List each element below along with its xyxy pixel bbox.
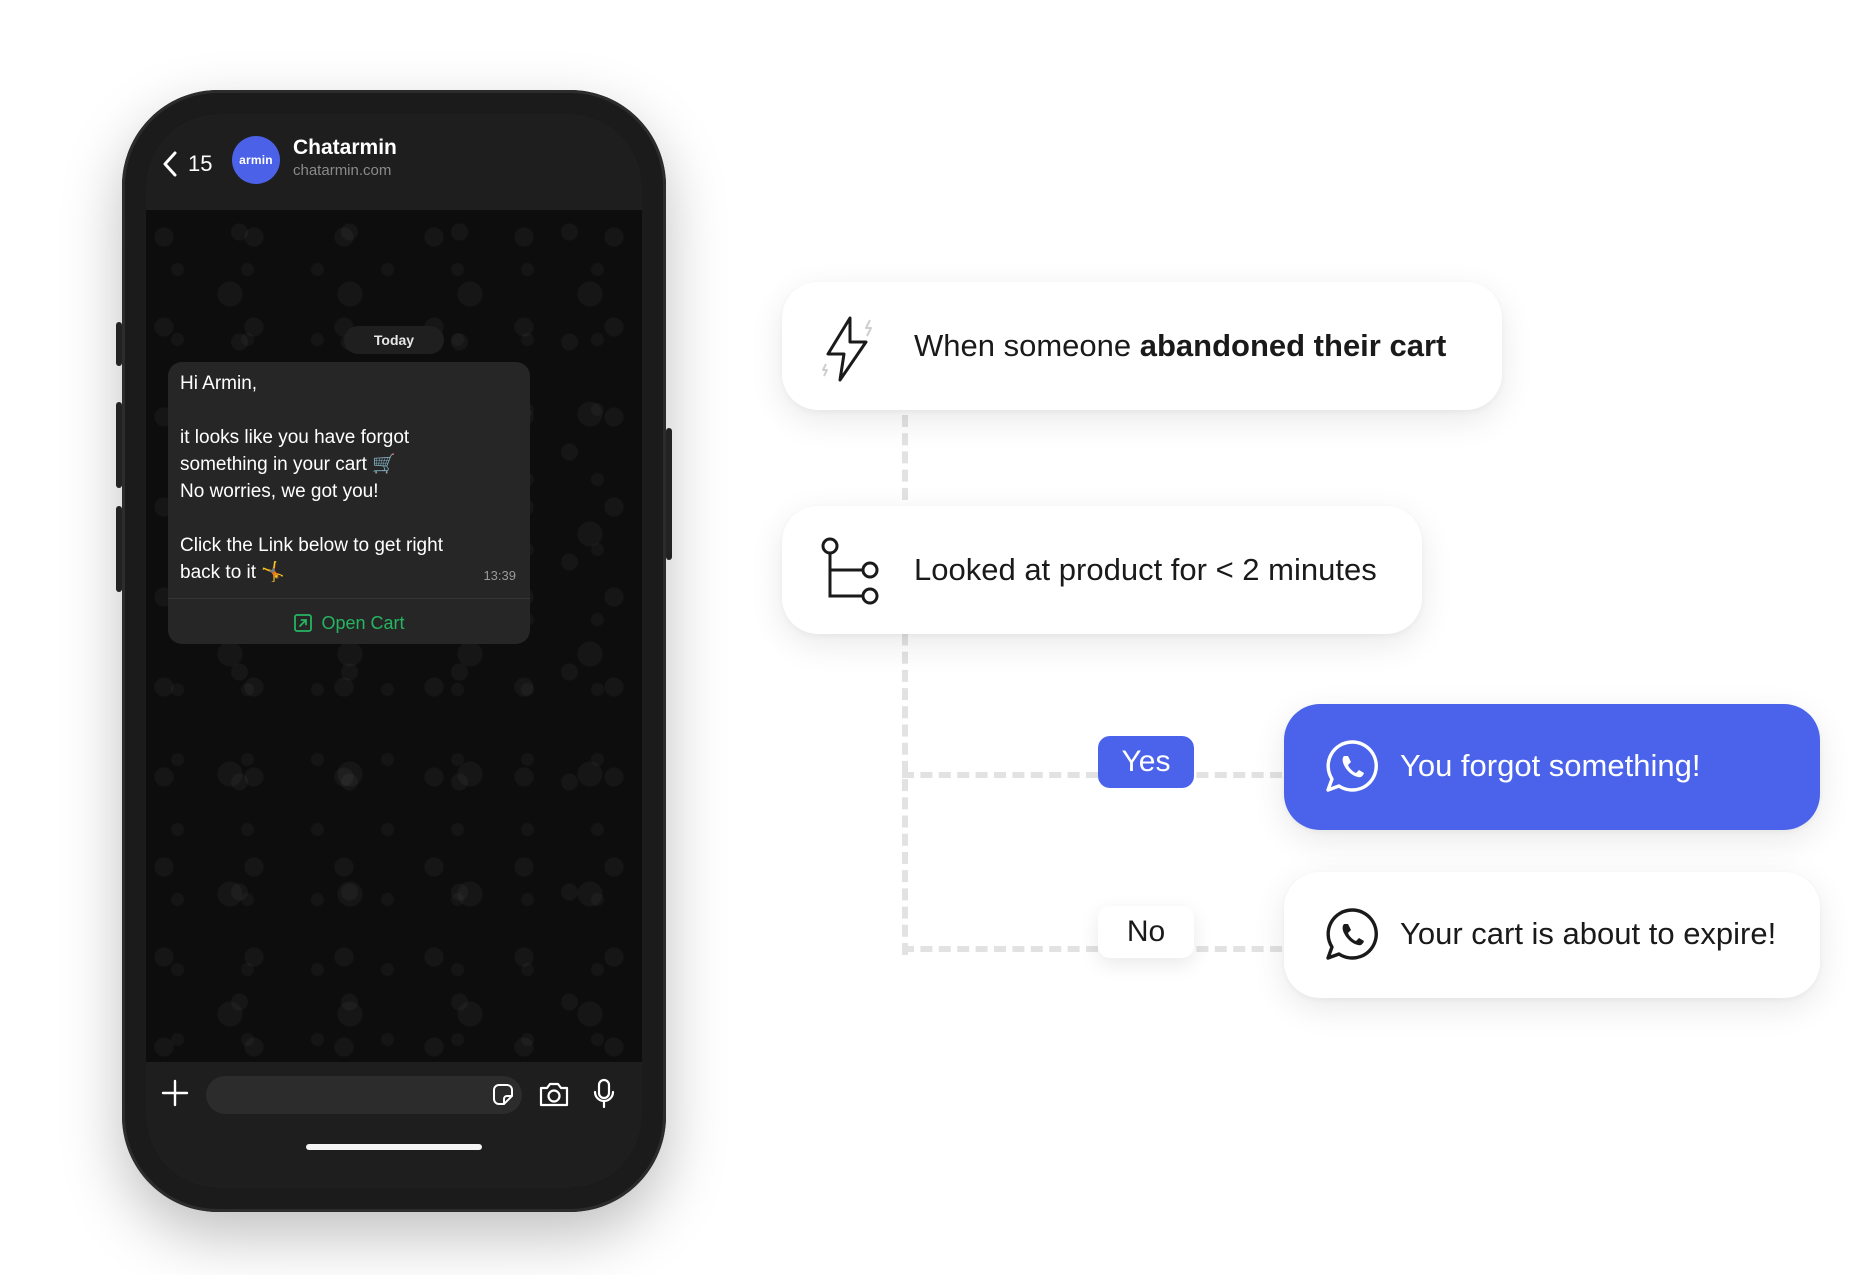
bubble-divider [168, 598, 530, 599]
lightning-bolt-icon [820, 314, 878, 384]
message-bubble[interactable]: Hi Armin, it looks like you have forgot … [168, 362, 530, 644]
no-label[interactable]: No [1098, 906, 1194, 958]
date-separator: Today [344, 326, 444, 354]
flow-connector-no [902, 946, 1282, 952]
phone-power-button [666, 428, 672, 560]
flow-connector-vertical [902, 415, 908, 955]
message-line: something in your cart 🛒 [180, 454, 396, 475]
message-greeting: Hi Armin, [180, 373, 258, 394]
camera-icon[interactable] [538, 1080, 570, 1108]
condition-card[interactable]: Looked at product for < 2 minutes [782, 506, 1422, 634]
back-button[interactable]: 15 [162, 148, 212, 180]
plus-icon[interactable] [160, 1078, 190, 1108]
message-line: No worries, we got you! [180, 481, 379, 502]
message-input[interactable] [206, 1076, 522, 1114]
avatar[interactable]: armin [232, 136, 280, 184]
contact-name[interactable]: Chatarmin [293, 136, 397, 159]
microphone-icon[interactable] [592, 1078, 616, 1110]
message-text: Hi Armin, it looks like you have forgot … [180, 370, 500, 586]
open-cart-button[interactable]: Open Cart [168, 608, 530, 638]
unread-count: 15 [188, 151, 213, 176]
yes-message-text: You forgot something! [1400, 748, 1701, 783]
sticker-icon[interactable] [490, 1082, 516, 1108]
no-message-card[interactable]: Your cart is about to expire! [1284, 872, 1820, 998]
whatsapp-icon [1322, 904, 1382, 964]
home-indicator [306, 1144, 482, 1150]
chat-header: 15 armin Chatarmin chatarmin.com [146, 114, 642, 210]
yes-message-card[interactable]: You forgot something! [1284, 704, 1820, 830]
no-message-text: Your cart is about to expire! [1400, 916, 1777, 951]
chat-area[interactable]: Today Hi Armin, it looks like you have f… [146, 210, 642, 1062]
message-input-bar [146, 1062, 642, 1188]
message-timestamp: 13:39 [483, 568, 516, 583]
message-line: back to it 🤸 [180, 562, 285, 583]
whatsapp-icon [1322, 736, 1382, 796]
open-cart-label: Open Cart [321, 612, 405, 633]
external-link-icon [293, 613, 313, 633]
trigger-text-prefix: When someone [914, 328, 1140, 363]
phone-screen: 15 armin Chatarmin chatarmin.com Today H… [146, 114, 642, 1188]
phone-mockup: 15 armin Chatarmin chatarmin.com Today H… [116, 90, 672, 1212]
chevron-left-icon [162, 151, 178, 177]
message-line: Click the Link below to get right [180, 535, 443, 556]
phone-volume-down-button [116, 506, 122, 592]
branch-icon [818, 536, 882, 606]
phone-side-button [116, 322, 122, 366]
yes-label[interactable]: Yes [1098, 736, 1194, 788]
trigger-text-bold: abandoned their cart [1139, 328, 1447, 363]
message-line: it looks like you have forgot [180, 427, 410, 448]
contact-subtitle: chatarmin.com [293, 162, 392, 179]
condition-text: Looked at product for < 2 minutes [914, 552, 1377, 587]
phone-volume-up-button [116, 402, 122, 488]
flow-connector-yes [902, 772, 1282, 778]
trigger-card[interactable]: When someone abandoned their cart [782, 282, 1502, 410]
trigger-text: When someone abandoned their cart [914, 328, 1446, 364]
